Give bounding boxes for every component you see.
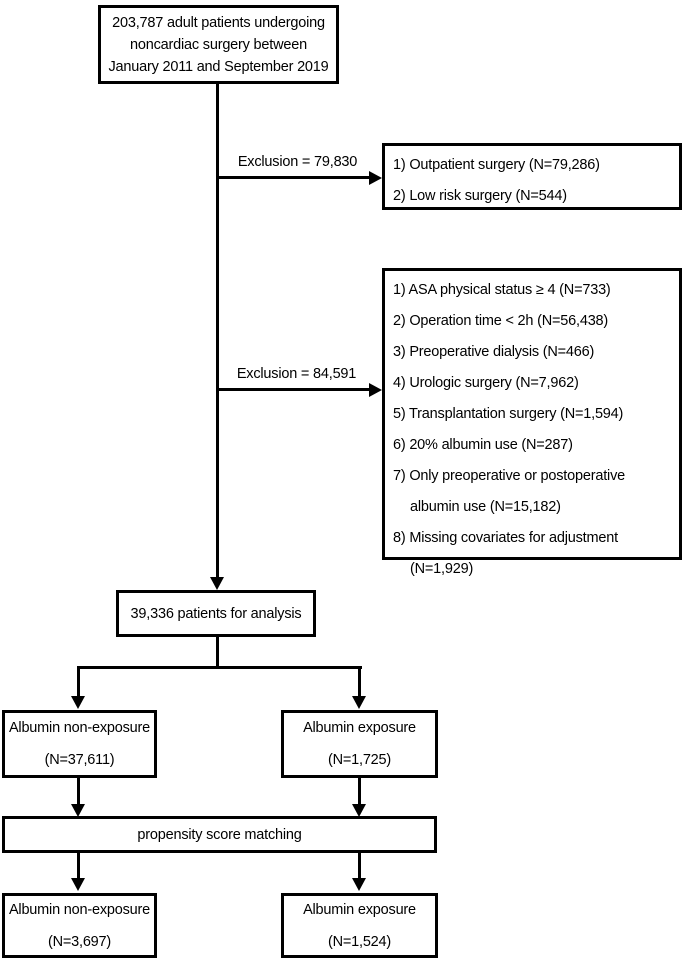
connector-right-branch [358, 666, 361, 697]
connector-left-branch [77, 666, 80, 697]
box-propensity-score-matching: propensity score matching [2, 816, 437, 853]
propensity-score-matching-text: propensity score matching [137, 826, 302, 843]
box-initial-cohort: 203,787 adult patients undergoing noncar… [98, 5, 339, 84]
connector-psm-to-matched-exposure [358, 852, 361, 879]
box-matched-albumin-exposure: Albumin exposure (N=1,524) [281, 893, 438, 958]
connector-analysis-down [216, 636, 219, 668]
box-exclusion-2: 1) ASA physical status ≥ 4 (N=733) 2) Op… [382, 268, 682, 577]
matched-non-exposure-count: (N=3,697) [47, 933, 112, 950]
connector-non-exposure-to-psm [77, 777, 80, 805]
exclusion-2-item: 1) ASA physical status ≥ 4 (N=733) [393, 282, 611, 298]
box-albumin-exposure: Albumin exposure (N=1,725) [281, 710, 438, 778]
box-albumin-non-exposure: Albumin non-exposure (N=37,611) [2, 710, 157, 778]
arrowhead-matched-right-icon [352, 878, 366, 891]
arrowhead-into-exposure-icon [352, 696, 366, 709]
exposure-count: (N=1,725) [327, 752, 392, 768]
exclusion-2-label: Exclusion = 84,591 [236, 366, 357, 382]
exclusion-2-item: 4) Urologic surgery (N=7,962) [393, 375, 579, 391]
exclusion-2-item: 7) Only preoperative or postoperative al… [393, 468, 625, 515]
connector-main-vertical [216, 84, 219, 578]
exclusion-1-item: 1) Outpatient surgery (N=79,286) [393, 157, 600, 173]
exclusion-2-item: 8) Missing covariates for adjustment (N=… [393, 530, 618, 577]
exclusion-1-label: Exclusion = 79,830 [237, 154, 358, 170]
initial-cohort-line-1: 203,787 adult patients undergoing [112, 14, 325, 31]
matched-exposure-count: (N=1,524) [327, 933, 392, 950]
connector-exposure-to-psm [358, 777, 361, 805]
arrowhead-exclusion-1-icon [369, 171, 382, 185]
arrowhead-into-analysis-icon [210, 577, 224, 590]
arrowhead-exclusion-2-icon [369, 383, 382, 397]
arrowhead-matched-left-icon [71, 878, 85, 891]
connector-split-horizontal [77, 666, 362, 669]
initial-cohort-line-2: noncardiac surgery between [130, 36, 307, 53]
box-exclusion-1: 1) Outpatient surgery (N=79,286) 2) Low … [382, 143, 682, 210]
non-exposure-count: (N=37,611) [44, 752, 115, 768]
initial-cohort-line-3: January 2011 and September 2019 [108, 58, 329, 75]
exclusion-2-item: 3) Preoperative dialysis (N=466) [393, 344, 595, 360]
matched-exposure-label: Albumin exposure [303, 901, 416, 918]
connector-exclusion-1 [216, 176, 370, 179]
arrowhead-psm-right-icon [352, 804, 366, 817]
non-exposure-label: Albumin non-exposure [8, 720, 151, 736]
exclusion-2-item: 2) Operation time < 2h (N=56,438) [393, 313, 609, 329]
arrowhead-psm-left-icon [71, 804, 85, 817]
connector-psm-to-matched-non-exposure [77, 852, 80, 879]
exclusion-2-item: 6) 20% albumin use (N=287) [393, 437, 573, 453]
box-matched-albumin-non-exposure: Albumin non-exposure (N=3,697) [2, 893, 157, 958]
exclusion-1-item: 2) Low risk surgery (N=544) [393, 188, 567, 204]
exclusion-2-item: 5) Transplantation surgery (N=1,594) [393, 406, 624, 422]
exposure-label: Albumin exposure [303, 720, 416, 736]
connector-exclusion-2 [216, 388, 370, 391]
analysis-population-text: 39,336 patients for analysis [130, 605, 302, 622]
matched-non-exposure-label: Albumin non-exposure [8, 901, 151, 918]
arrowhead-into-non-exposure-icon [71, 696, 85, 709]
box-analysis-population: 39,336 patients for analysis [116, 590, 316, 637]
